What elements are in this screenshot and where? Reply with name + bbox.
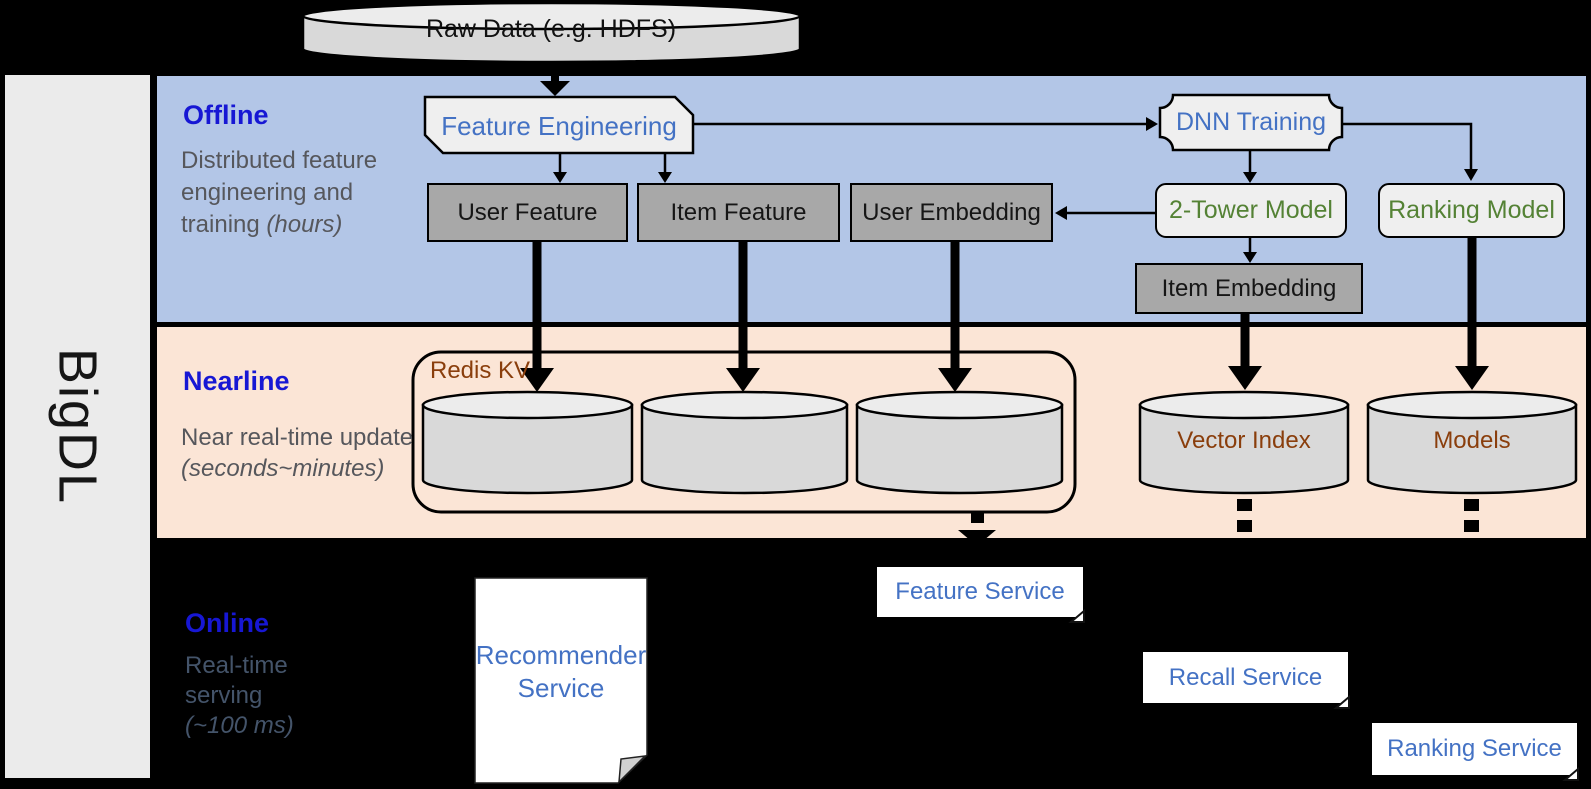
arrow-userfeature-to-redis [520,242,554,392]
arrow-userembedding-to-redis [938,242,972,392]
offline-section-label: Offline [183,100,269,130]
user-embedding-box: User Embedding [850,183,1053,242]
raw-data-label: Raw Data (e.g. HDFS) [425,14,677,43]
offline-description-text: Distributed feature engineering and trai… [181,147,378,238]
nearline-section-label: Nearline [183,366,290,396]
arrow-fe-to-itemfeature [658,153,672,183]
recall-service-fold-icon [1333,694,1350,709]
feature-service-box: Feature Service [877,567,1085,623]
dashed-line-models-to-rankingservice [1464,499,1479,532]
arrow-fe-to-dnn [693,117,1158,131]
redis-cylinder-1 [421,390,634,495]
online-description-text: Real-time serving [185,652,288,709]
dnn-training-shape [1158,93,1344,152]
feature-service-fold-icon [1068,608,1085,623]
nearline-description-italic: (seconds~minutes) [181,455,385,482]
arrow-twotower-to-itemembedding [1243,238,1257,263]
ranking-service-fold-icon [1562,766,1579,781]
recall-service-label: Recall Service [1168,663,1323,691]
arrow-dnn-to-rankingmodel [1342,122,1478,181]
dnn-training-label: DNN Training [1175,108,1327,136]
online-section-description: Real-time serving (~100 ms) [185,651,360,741]
online-description-italic: (~100 ms) [185,712,294,739]
recall-service-box: Recall Service [1143,652,1350,709]
nearline-section-description: Near real-time update (seconds~minutes) [181,422,421,484]
bigdl-sidebar: BigDL [5,75,150,778]
recommender-service-document [474,577,648,784]
models-cylinder [1366,390,1578,495]
item-embedding-box: Item Embedding [1135,263,1363,314]
arrow-dnn-to-twotower [1243,150,1257,183]
arrow-twotower-to-userembedding [1055,206,1155,220]
two-tower-model-box: 2-Tower Model [1155,183,1347,238]
redis-cylinder-3 [855,390,1064,495]
feature-service-label: Feature Service [895,578,1065,605]
arrow-itemfeature-to-redis [726,242,760,392]
feature-engineering-label: Feature Engineering [441,110,677,141]
arrow-itemembedding-to-vectorindex [1228,314,1262,390]
arrow-fe-to-userfeature [553,153,567,183]
online-section-label: Online [185,608,270,638]
arrow-rawdata-to-fe [540,62,570,96]
offline-section-description: Distributed feature engineering and trai… [181,145,401,241]
raw-data-cylinder [301,1,802,64]
arrow-rankingmodel-to-models [1455,238,1489,390]
recommender-service-label: Recommender Service [475,640,647,703]
dashed-arrow-redis-to-featureservice [958,512,996,546]
ranking-model-box: Ranking Model [1378,183,1565,238]
user-feature-box: User Feature [427,183,628,242]
models-label: Models [1433,427,1511,454]
vector-index-cylinder [1138,390,1350,495]
ranking-service-label: Ranking Service [1387,735,1562,762]
item-feature-box: Item Feature [637,183,840,242]
bigdl-label: BigDL [47,347,108,506]
vector-index-label: Vector Index [1177,427,1311,454]
redis-kv-label: Redis KV [430,357,531,384]
ranking-service-box: Ranking Service [1372,723,1579,781]
feature-engineering-shape [423,95,695,155]
offline-description-italic: (hours) [266,211,343,238]
nearline-description-text: Near real-time update [181,424,414,451]
dashed-line-vectorindex-to-recallservice [1237,499,1252,532]
redis-cylinder-2 [640,390,849,495]
